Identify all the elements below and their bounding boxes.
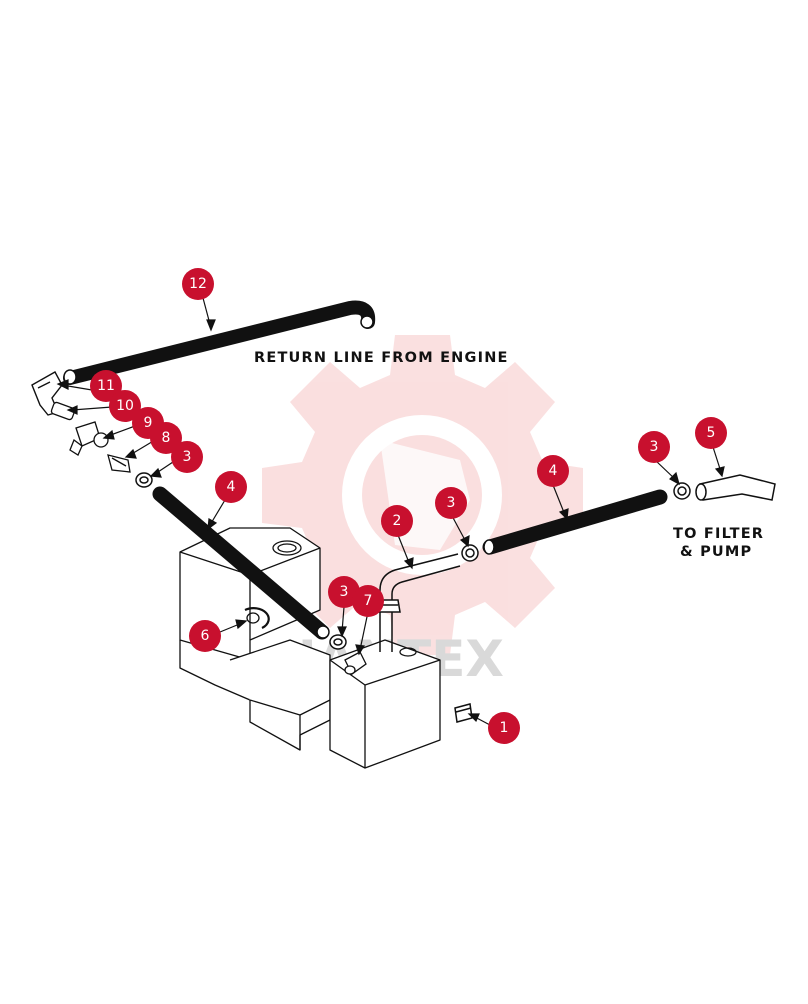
callout-4: 4 (215, 471, 247, 503)
callout-number: 9 (144, 415, 153, 431)
callout-number: 11 (97, 378, 115, 394)
callout-number: 3 (340, 584, 349, 600)
fitting-10 (50, 401, 76, 421)
clamp-3-middle (461, 544, 479, 562)
callout-circle (189, 620, 221, 652)
callout-number: 3 (447, 495, 456, 511)
caption-and-pump: & PUMP (680, 544, 752, 560)
callout-number: 4 (227, 479, 236, 495)
clamp-3-tank (329, 634, 347, 650)
callout-circle (150, 422, 182, 454)
callout-3: 3 (328, 576, 360, 608)
callout-number: 12 (189, 276, 207, 292)
callout-1: 1 (488, 712, 520, 744)
caption-return-line: RETURN LINE FROM ENGINE (254, 350, 509, 366)
callout-circle (328, 576, 360, 608)
plug-1 (454, 703, 473, 723)
hose-4-left (152, 486, 330, 640)
callout-number: 7 (364, 593, 373, 609)
callout-circle (215, 471, 247, 503)
callout-11: 11 (90, 370, 122, 402)
callout-circle (488, 712, 520, 744)
callout-5: 5 (695, 417, 727, 449)
fitting-8 (107, 454, 131, 473)
callout-6: 6 (189, 620, 221, 652)
caption-to-filter: TO FILTER (673, 526, 764, 542)
clamp-3-left (135, 472, 153, 488)
hose-5 (695, 474, 776, 501)
tee-fitting-9 (69, 421, 109, 456)
callout-12: 12 (182, 268, 214, 300)
callout-circle (695, 417, 727, 449)
callout-circle (171, 441, 203, 473)
fitting-7 (344, 651, 367, 675)
callout-2: 2 (381, 505, 413, 537)
callout-number: 5 (707, 425, 716, 441)
callout-7: 7 (352, 585, 384, 617)
callout-8: 8 (150, 422, 182, 454)
callout-number: 1 (500, 720, 509, 736)
callout-number: 10 (116, 398, 134, 414)
callout-3: 3 (171, 441, 203, 473)
callout-4: 4 (537, 455, 569, 487)
callout-number: 3 (183, 449, 192, 465)
clamp-3-right (673, 482, 691, 500)
callout-circle (90, 370, 122, 402)
callout-number: 8 (162, 430, 171, 446)
callout-3: 3 (435, 487, 467, 519)
callout-circle (435, 487, 467, 519)
callout-circle (381, 505, 413, 537)
leader-lines (56, 297, 725, 726)
callout-circle (638, 431, 670, 463)
callout-number: 2 (393, 513, 402, 529)
hose-4-right (482, 489, 668, 555)
callout-10: 10 (109, 390, 141, 422)
callout-circle (537, 455, 569, 487)
callout-circle (182, 268, 214, 300)
callout-number: 4 (549, 463, 558, 479)
callout-number: 6 (201, 628, 210, 644)
callout-circle (352, 585, 384, 617)
callout-circle (109, 390, 141, 422)
callout-number: 3 (650, 439, 659, 455)
callout-3: 3 (638, 431, 670, 463)
